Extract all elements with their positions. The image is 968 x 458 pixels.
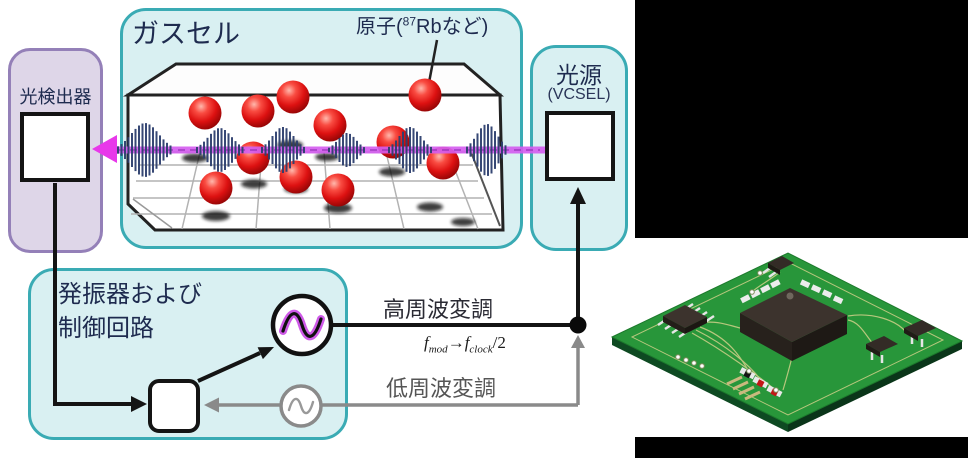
photodetector-block <box>20 112 90 182</box>
light-source-title: 光源 <box>556 62 602 88</box>
top-component <box>757 256 794 279</box>
sot23-transistors <box>866 320 936 363</box>
atom-superscript: 87 <box>402 14 417 29</box>
light-source-subtitle: (VCSEL) <box>547 86 611 103</box>
main-chip <box>740 288 847 361</box>
pcb-board-image <box>610 252 964 432</box>
junction-dot <box>569 316 587 334</box>
photodetector-label: 光検出器 <box>19 87 92 107</box>
chip-pads <box>739 279 845 351</box>
black-rectangle-top <box>635 0 968 238</box>
low-frequency-modulation-label: 低周波変調 <box>386 376 497 401</box>
gas-cell-title: ガスセル <box>132 19 240 49</box>
oscillator-control-label: 発振器および 制御回路 <box>58 281 202 342</box>
edge-pads <box>726 375 761 401</box>
control-block <box>148 379 200 433</box>
modulation-frequency-formula: fmod→fclock/2 <box>424 333 506 356</box>
atom-label: 原子(87Rbなど) <box>356 14 489 38</box>
vias <box>675 289 779 393</box>
soic-chip <box>657 302 715 339</box>
pcb-traces <box>691 271 907 391</box>
passive-components <box>739 367 783 398</box>
vcsel-block <box>545 111 615 181</box>
black-bar-bottom <box>635 437 968 458</box>
high-frequency-modulation-label: 高周波変調 <box>383 297 494 322</box>
